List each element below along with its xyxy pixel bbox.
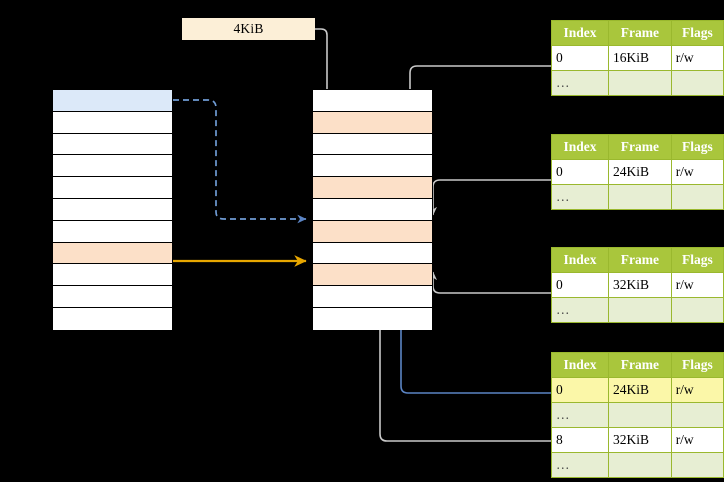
physical-frame-row-0	[313, 90, 432, 112]
cell-flags	[670, 452, 724, 478]
wire-table3-to-frame	[428, 271, 551, 294]
virtual-page-row-4	[53, 177, 172, 199]
column-header-flags: Flags	[670, 352, 724, 378]
table-ellipsis-row: …	[551, 184, 724, 210]
virtual-page-row-9	[53, 286, 172, 308]
physical-frame-row-8	[313, 264, 432, 287]
physical-frame-row-1	[313, 111, 432, 134]
cell-frame: 24KiB	[607, 159, 672, 185]
column-header-index: Index	[551, 20, 609, 46]
page-size-callout-label: 4KiB	[233, 21, 264, 36]
cell-frame	[607, 402, 672, 428]
physical-frame-row-3	[313, 155, 432, 178]
cell-flags: r/w	[670, 159, 724, 185]
cell-index: 8	[551, 427, 609, 453]
virtual-page-row-8	[53, 264, 172, 287]
cell-index: 0	[551, 45, 609, 71]
cell-index: …	[551, 402, 609, 428]
column-header-index: Index	[551, 134, 609, 160]
wire-virtual0-to-physical6	[173, 99, 307, 224]
cell-index: …	[551, 297, 609, 323]
cell-frame: 16KiB	[607, 45, 672, 71]
physical-frame-row-9	[313, 286, 432, 308]
physical-frame-row-5	[313, 198, 432, 221]
column-header-flags: Flags	[670, 134, 724, 160]
virtual-page-row-7	[53, 242, 172, 265]
cell-flags: r/w	[670, 272, 724, 298]
column-header-frame: Frame	[607, 134, 672, 160]
table-ellipsis-row: …	[551, 70, 724, 96]
column-header-frame: Frame	[607, 20, 672, 46]
cell-flags	[670, 184, 724, 210]
cell-flags	[670, 402, 724, 428]
table-ellipsis-row: …	[551, 402, 724, 428]
cell-flags: r/w	[670, 377, 724, 403]
virtual-page-row-1	[53, 111, 172, 134]
cell-flags: r/w	[670, 45, 724, 71]
column-header-frame: Frame	[607, 352, 672, 378]
cell-index: …	[551, 184, 609, 210]
cell-frame	[607, 184, 672, 210]
column-header-frame: Frame	[607, 247, 672, 273]
cell-frame	[607, 70, 672, 96]
physical-memory-column	[312, 89, 433, 330]
virtual-page-row-0	[53, 90, 172, 112]
cell-flags	[670, 297, 724, 323]
virtual-page-row-6	[53, 220, 172, 243]
column-header-index: Index	[551, 352, 609, 378]
cell-flags: r/w	[670, 427, 724, 453]
physical-frame-row-7	[313, 242, 432, 265]
virtual-address-space-column	[52, 89, 173, 330]
cell-frame: 32KiB	[607, 427, 672, 453]
cell-index: 0	[551, 377, 609, 403]
physical-frame-row-2	[313, 133, 432, 156]
cell-flags	[670, 70, 724, 96]
cell-frame	[607, 452, 672, 478]
physical-frame-row-10	[313, 307, 432, 330]
physical-frame-row-4	[313, 177, 432, 199]
wire-table2-to-frame	[428, 179, 551, 216]
column-header-flags: Flags	[670, 247, 724, 273]
virtual-page-row-10	[53, 307, 172, 330]
column-header-index: Index	[551, 247, 609, 273]
cell-frame: 32KiB	[607, 272, 672, 298]
cell-index: 0	[551, 159, 609, 185]
table-ellipsis-row: …	[551, 297, 724, 323]
cell-index: 0	[551, 272, 609, 298]
cell-frame	[607, 297, 672, 323]
cell-index: …	[551, 70, 609, 96]
virtual-page-row-5	[53, 198, 172, 221]
table-ellipsis-row: …	[551, 452, 724, 478]
virtual-page-row-2	[53, 133, 172, 156]
cell-index: …	[551, 452, 609, 478]
page-size-callout: 4KiB	[182, 18, 315, 40]
physical-frame-row-6	[313, 220, 432, 243]
column-header-flags: Flags	[670, 20, 724, 46]
virtual-page-row-3	[53, 155, 172, 178]
cell-frame: 24KiB	[607, 377, 672, 403]
